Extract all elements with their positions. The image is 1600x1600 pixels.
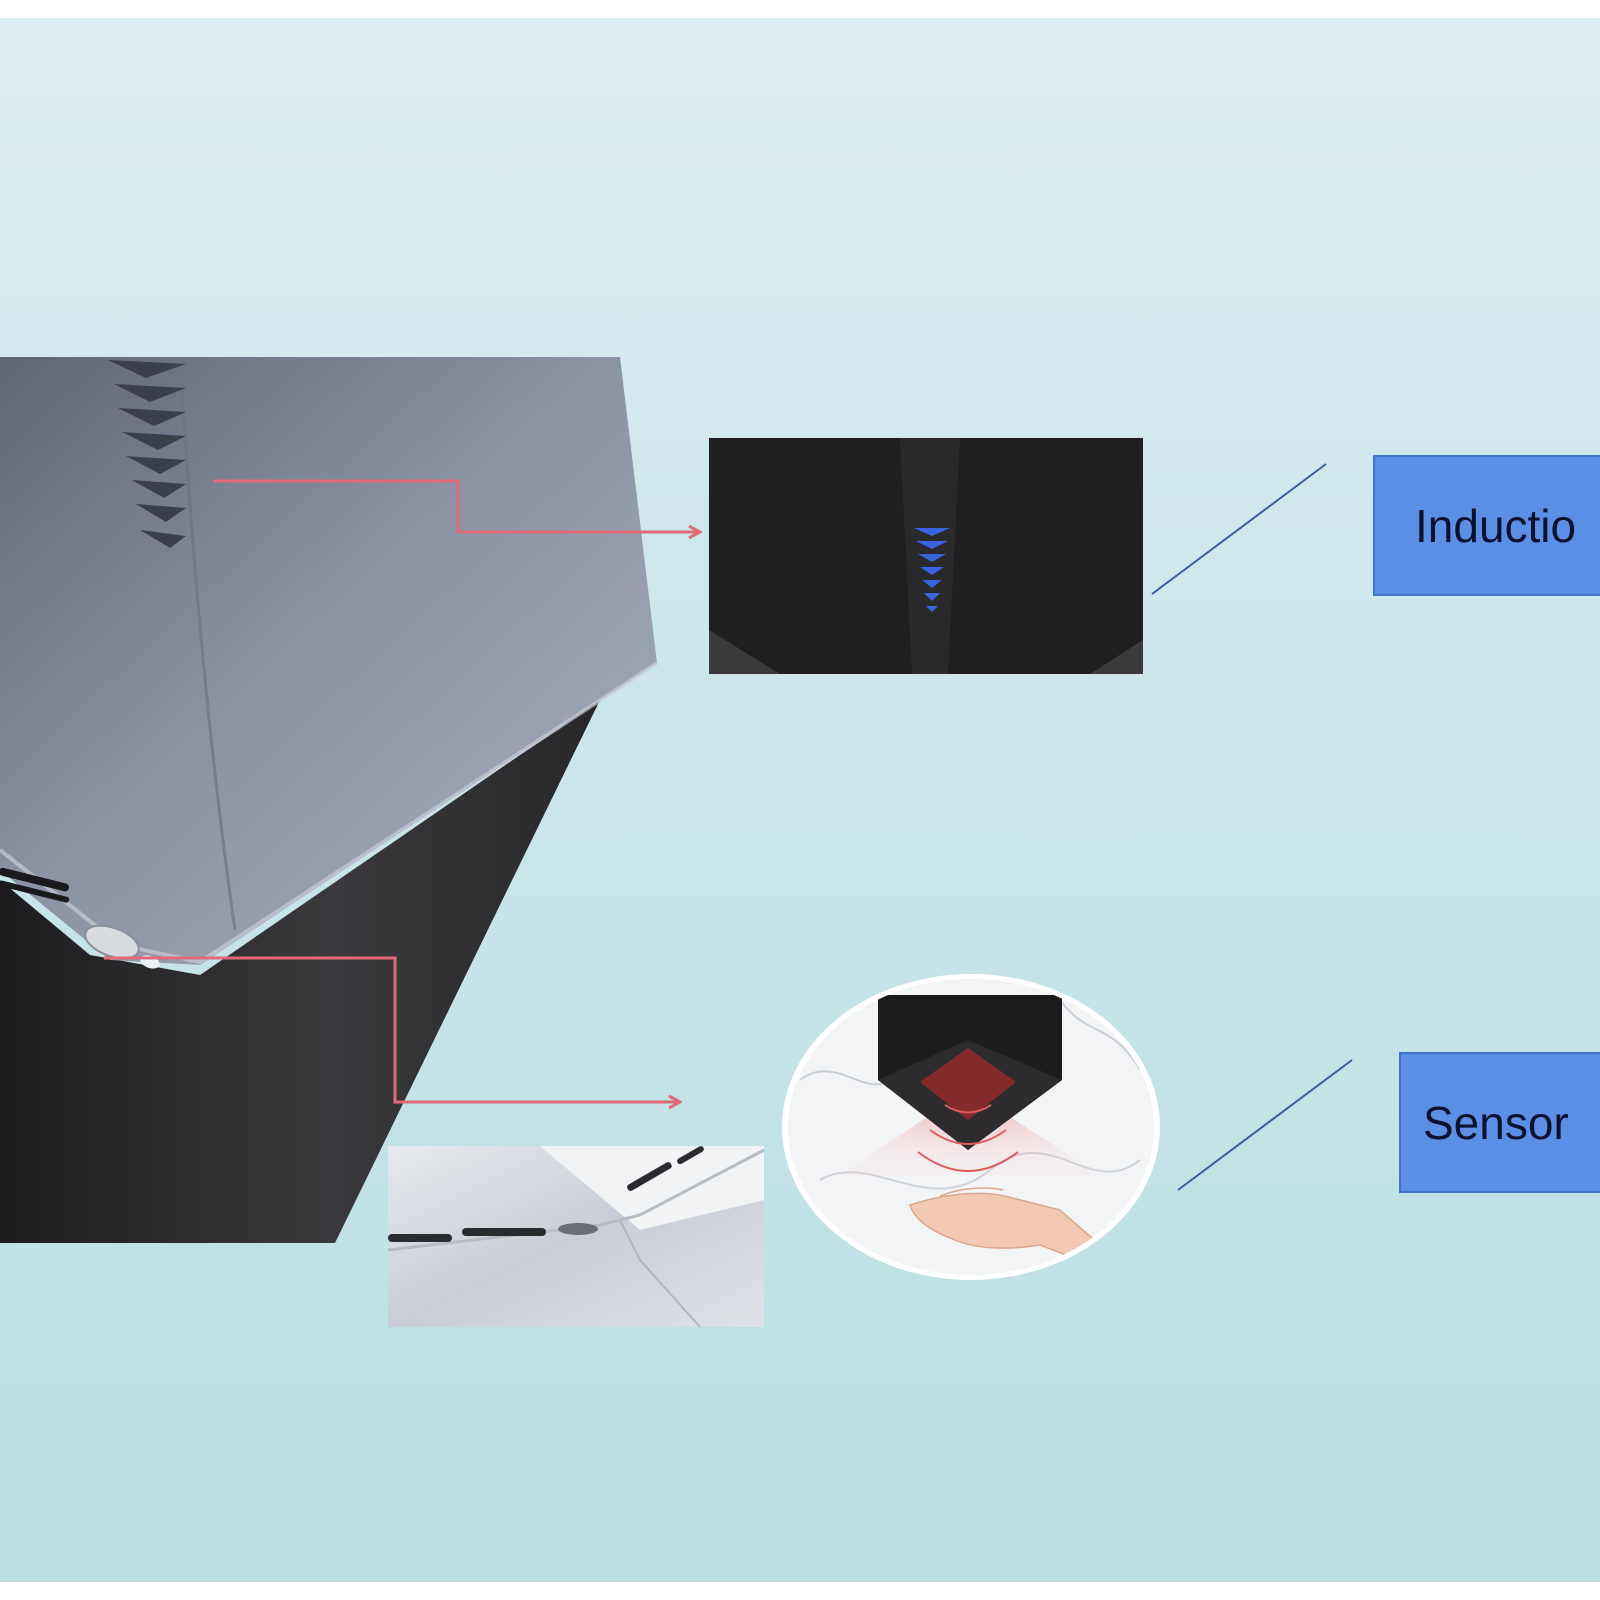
sensor-leader-line xyxy=(1177,1059,1353,1191)
induction-leader-line xyxy=(1151,463,1327,595)
induction-chevrons xyxy=(108,360,186,548)
induction-label-box: Inductio xyxy=(1373,455,1600,596)
induction-label: Inductio xyxy=(1415,499,1577,552)
hand-dryer-photo xyxy=(0,357,659,1243)
dryer-body xyxy=(0,700,600,1243)
product-feature-graphic: Inductio Sensor xyxy=(0,18,1600,1582)
sensor-label: Sensor xyxy=(1423,1096,1569,1149)
side-vent-slots xyxy=(0,867,70,903)
induction-arrow xyxy=(213,479,700,532)
dryer-front-panel xyxy=(0,357,657,965)
induction-closeup-photo xyxy=(709,438,1143,674)
indicator-light-icon xyxy=(914,528,950,612)
signal-waves-icon xyxy=(917,1104,1019,1172)
silver-closeup-photo xyxy=(387,1146,765,1328)
hand-dryer-scene xyxy=(0,357,1353,1328)
silver-vent-slots xyxy=(388,1146,704,1242)
sensor-label-box: Sensor xyxy=(1399,1052,1600,1193)
sensor-arrow xyxy=(104,956,680,1102)
open-hand-icon xyxy=(909,1187,1102,1263)
sensor-illustration xyxy=(782,974,1160,1280)
